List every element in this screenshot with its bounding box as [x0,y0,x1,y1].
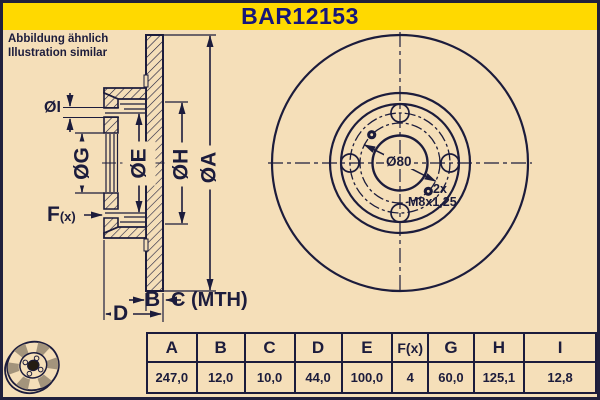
part-number-title: BAR12153 [241,3,359,29]
table-header-cell: B [195,332,246,363]
dim-label-dia-g: ØG [65,141,99,186]
table-header-cell: F(x) [391,332,430,363]
thread-count-label: 2x [433,182,447,196]
header-banner: BAR12153 [3,3,597,30]
flange-top-b [103,116,119,134]
table-header-cell: C [243,332,296,363]
section-view [76,34,225,292]
table-value-cell: 12,8 [523,361,597,394]
table-header-cell: I [523,332,597,363]
table-header-cell: G [427,332,475,363]
f-subscript: (x) [59,209,76,224]
table-value-cell: 60,0 [427,361,475,394]
note-line-de: Abbildung ähnlich [8,33,109,45]
flange-bottom-b [103,217,119,235]
dim-label-dia-i: ØI [43,99,62,117]
dim-label-b: B [145,288,161,311]
brake-disc-illustration [4,340,60,395]
hat-interior-steps [120,103,145,223]
table-header-cell: D [293,332,343,363]
table-value-cell: 100,0 [340,361,394,394]
plate-notch-top [143,74,149,88]
thread-size-label: M8x1,25 [408,195,457,209]
table-value-cell: 125,1 [472,361,526,394]
table-value-cell: 4 [391,361,430,394]
table-value-cell: 247,0 [146,361,198,394]
plate-notch-bottom [143,238,149,252]
similarity-note: Abbildung ähnlich Illustration similar [8,33,108,60]
thread-holes [367,130,433,196]
dim-label-f: F(x) [47,203,76,227]
dim-label-c-mth: C (MTH) [171,289,248,311]
note-line-en: Illustration similar [8,46,108,59]
dim-label-dia-a: ØA [192,145,226,190]
table-header-cell: E [340,332,394,363]
flange-bottom-a [103,192,119,210]
table-header-cell: A [146,332,198,363]
f-letter: F [47,203,60,226]
table-value-cell: 10,0 [243,361,296,394]
dim-label-d: D [111,302,131,326]
table-value-cell: 44,0 [293,361,343,394]
table-value-cell: 12,0 [195,361,246,394]
table-header-cell: H [472,332,526,363]
dim-label-dia-e: ØE [122,141,156,186]
dim-label-dia-80: Ø80 [384,154,414,169]
